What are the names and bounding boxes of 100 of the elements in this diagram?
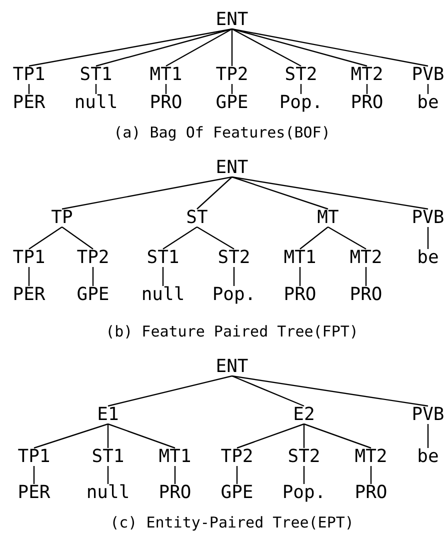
tree-branch-line <box>365 267 367 286</box>
tree-node-label: TP2 <box>216 65 248 85</box>
tree-node-label: ST2 <box>218 248 250 268</box>
tree-branch-line <box>28 267 30 286</box>
tree-branch-line <box>95 84 97 94</box>
tree-node-label: TP <box>51 208 73 228</box>
tree-node-label: PER <box>12 93 46 113</box>
tree-node-label: be <box>417 447 439 467</box>
tree-node-label: PER <box>18 483 50 503</box>
tree-branch-line <box>108 423 176 449</box>
tree-branch-line <box>232 28 368 67</box>
tree-branch-line <box>96 28 232 67</box>
tree-node-label: PRO <box>158 483 192 503</box>
tree-branch-line <box>303 424 305 448</box>
tree-node-label: E1 <box>97 405 119 425</box>
tree-branch-line <box>174 466 176 484</box>
tree-node-label: MT1 <box>150 65 182 85</box>
tree-node-label: GPE <box>76 285 110 305</box>
tree-branch-line <box>232 375 304 407</box>
tree-branch-line <box>108 375 232 407</box>
tree-branch-line <box>28 226 62 250</box>
tree-node-label: TP1 <box>12 248 46 268</box>
tree-node-label: null <box>74 93 118 113</box>
tree-node-label: E2 <box>293 405 315 425</box>
tree-node-label: ST <box>186 208 208 228</box>
tree-branch-line <box>196 176 232 210</box>
tree-branch-line <box>232 176 428 210</box>
subfigure-caption: (b) Feature Paired Tree(FPT) <box>106 324 358 340</box>
subfigure-caption: (c) Entity-Paired Tree(EPT) <box>110 516 354 530</box>
tree-branch-line <box>28 28 232 67</box>
tree-branch-line <box>236 423 304 449</box>
tree-branch-line <box>232 28 302 67</box>
tree-branch-line <box>33 466 35 484</box>
tree-branch-line <box>62 176 232 210</box>
tree-branch-line <box>196 226 234 250</box>
tree-branch-line <box>162 226 198 250</box>
tree-node-label: PER <box>12 285 46 305</box>
tree-branch-line <box>232 28 428 67</box>
tree-branch-line <box>28 84 30 94</box>
tree-branch-line <box>299 267 301 286</box>
tree-branch-line <box>233 267 235 286</box>
tree-branch-line <box>232 375 428 407</box>
tree-node-label: ST2 <box>284 65 318 85</box>
tree-node-label: GPE <box>216 93 248 113</box>
tree-branch-line <box>370 466 372 484</box>
tree-branch-line <box>232 176 328 210</box>
tree-node-label: ST1 <box>92 447 124 467</box>
tree-node-label: MT1 <box>158 447 192 467</box>
tree-node-label: PVB <box>412 208 444 228</box>
tree-node-label: PRO <box>150 93 182 113</box>
tree-branch-line <box>427 227 429 249</box>
tree-node-label: Pop. <box>279 93 323 113</box>
tree-node-label: ENT <box>216 357 248 377</box>
tree-node-label: PRO <box>350 285 382 305</box>
tree-node-label: MT2 <box>350 65 384 85</box>
tree-branch-line <box>328 226 366 250</box>
tree-node-label: TP2 <box>76 248 110 268</box>
tree-node-label: Pop. <box>282 483 326 503</box>
tree-node-label: TP1 <box>18 447 50 467</box>
tree-node-label: ST1 <box>146 248 180 268</box>
tree-branch-line <box>166 28 232 67</box>
tree-node-label: ST1 <box>80 65 112 85</box>
tree-branch-line <box>427 424 429 448</box>
tree-node-label: TP2 <box>220 447 254 467</box>
tree-branch-line <box>34 423 108 449</box>
tree-branch-line <box>427 84 429 94</box>
tree-node-label: PVB <box>412 65 444 85</box>
tree-node-label: Pop. <box>212 285 256 305</box>
subfigure-caption: (a) Bag Of Features(BOF) <box>114 126 330 140</box>
tree-branch-line <box>236 466 238 484</box>
tree-node-label: MT1 <box>284 248 316 268</box>
tree-node-label: PVB <box>412 405 444 425</box>
tree-node-label: GPE <box>220 483 254 503</box>
tree-branch-line <box>303 466 305 484</box>
tree-node-label: be <box>417 248 439 268</box>
tree-branch-line <box>107 424 109 448</box>
tree-node-label: MT <box>317 208 339 228</box>
tree-node-label: null <box>141 285 185 305</box>
tree-branch-line <box>165 84 167 94</box>
tree-node-label: PRO <box>350 93 384 113</box>
tree-branch-line <box>62 226 94 250</box>
tree-branch-line <box>231 84 233 94</box>
tree-node-label: PRO <box>284 285 316 305</box>
tree-branch-line <box>162 267 164 286</box>
tree-branch-line <box>107 466 109 484</box>
tree-node-label: MT2 <box>354 447 388 467</box>
tree-node-label: be <box>417 93 439 113</box>
tree-branch-line <box>300 84 302 94</box>
tree-branch-line <box>304 423 372 449</box>
tree-node-label: ENT <box>216 10 248 30</box>
tree-node-label: null <box>86 483 130 503</box>
tree-node-label: ENT <box>216 158 248 178</box>
tree-branch-line <box>92 267 94 286</box>
tree-branch-line <box>366 84 368 94</box>
tree-node-label: ST2 <box>288 447 320 467</box>
tree-node-label: TP1 <box>12 65 46 85</box>
tree-branch-line <box>231 29 233 66</box>
tree-node-label: PRO <box>354 483 388 503</box>
tree-branch-line <box>300 226 328 250</box>
tree-node-label: MT2 <box>350 248 382 268</box>
